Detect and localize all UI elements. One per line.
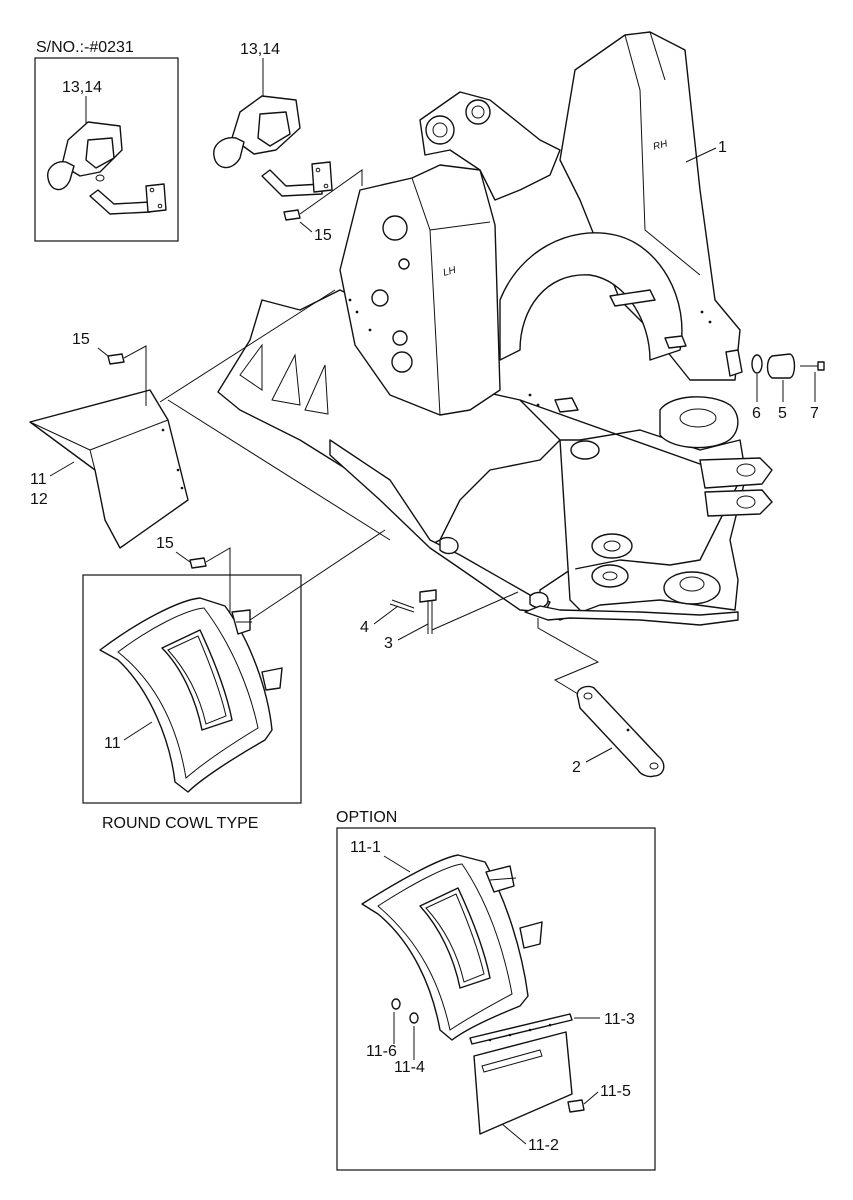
lh-tower	[339, 164, 501, 416]
bolt-15-left-icon	[107, 353, 125, 365]
callout-11-3: 11-3	[604, 1011, 635, 1028]
option-inset	[336, 827, 656, 1171]
round-cowl-icon	[99, 597, 283, 793]
round-cowl-inset	[82, 529, 386, 804]
frame-mark-rh: RH	[652, 138, 670, 153]
callout-6: 6	[752, 405, 761, 422]
round-cowl-frame	[82, 574, 302, 804]
callout-5: 5	[778, 405, 787, 422]
callout-13-14-inset: 13,14	[62, 79, 102, 96]
pin-3-head-icon	[419, 589, 437, 603]
bolt-7-icon	[817, 361, 825, 371]
upper-arm-left	[419, 91, 561, 201]
callout-11-round: 11	[104, 735, 121, 752]
bushing-parts	[751, 353, 825, 402]
nut-11-6-icon	[391, 998, 401, 1010]
serial-inset: 13,14	[34, 57, 179, 242]
option-cowl-icon	[361, 854, 543, 1041]
option-caption: OPTION	[336, 809, 397, 826]
callout-2: 2	[572, 759, 581, 776]
front-frame-assembly	[217, 31, 773, 626]
callout-7: 7	[810, 405, 819, 422]
flap-bar-icon	[469, 1013, 573, 1045]
callout-15-left: 15	[72, 331, 90, 348]
callout-11-6: 11-6	[366, 1043, 397, 1060]
mud-flap-icon	[469, 1013, 573, 1135]
callout-15-top: 15	[314, 227, 332, 244]
bolt-11-5-icon	[567, 1099, 585, 1113]
callout-11-main: 11	[30, 471, 47, 488]
callout-11-5: 11-5	[600, 1083, 631, 1100]
handle-inset-icon	[47, 121, 167, 215]
callout-15-round: 15	[156, 535, 174, 552]
callout-4: 4	[360, 619, 369, 636]
hitch-plate	[659, 396, 739, 449]
center-arch	[499, 232, 683, 361]
washer-11-4-icon	[409, 1012, 419, 1024]
callout-11-2: 11-2	[528, 1137, 559, 1154]
frame-mark-lh: LH	[442, 265, 458, 279]
callout-11-4: 11-4	[394, 1059, 425, 1076]
serial-inset-frame	[34, 57, 179, 242]
rh-tower	[559, 31, 741, 381]
bushing-5-icon	[766, 353, 796, 379]
fender-cowl-icon	[29, 389, 189, 549]
serial-number-caption: S/NO.:-#0231	[36, 39, 134, 56]
bolt-15-round-icon	[189, 557, 207, 569]
callout-12-main: 12	[30, 491, 48, 508]
callout-13-14-main: 13,14	[240, 41, 280, 58]
bolt-15-top-icon	[283, 209, 301, 221]
pin-parts	[389, 589, 519, 634]
callout-1: 1	[718, 139, 727, 156]
round-cowl-caption: ROUND COWL TYPE	[102, 815, 258, 832]
washer-6-icon	[751, 354, 763, 374]
flap-plate-icon	[473, 1031, 573, 1135]
callout-11-1: 11-1	[350, 839, 381, 856]
callout-3: 3	[384, 635, 393, 652]
link-2-icon	[537, 618, 665, 778]
option-frame	[336, 827, 656, 1171]
handle-main-icon	[213, 95, 333, 197]
